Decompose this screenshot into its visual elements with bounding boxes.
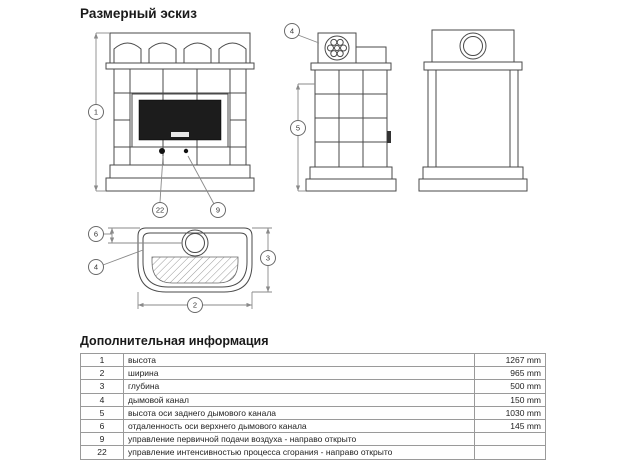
combustion-control-knob [159, 148, 165, 154]
callout-3 [260, 250, 276, 266]
callout-4-side [284, 23, 300, 39]
row-number: 5 [80, 405, 124, 420]
callout-1-label: 1 [94, 108, 98, 117]
row-label: управление интенсивностью процесса сгора… [123, 445, 475, 460]
callout-1 [88, 104, 104, 120]
row-number: 4 [80, 392, 124, 407]
row-value: 965 mm [474, 366, 546, 381]
callout-3-label: 3 [266, 254, 270, 263]
table-row: 2 ширина 965 mm [80, 366, 546, 381]
table-row: 3 глубина 500 mm [80, 379, 546, 394]
table-row: 5 высота оси заднего дымового канала 103… [80, 405, 546, 420]
table-row: 1 высота 1267 mm [80, 352, 546, 368]
top-view-hatched-front [151, 256, 239, 284]
callout-2 [187, 297, 203, 313]
row-value: 150 mm [474, 392, 546, 407]
table-row: 4 дымовой канал 150 mm [80, 392, 546, 407]
callout-22-label: 22 [156, 206, 164, 215]
additional-info-section: Дополнительная информация 1 высота 1267 … [80, 334, 546, 460]
dimension-width: 2 [137, 292, 253, 313]
row-label: высота оси заднего дымового канала [123, 405, 475, 420]
row-value: 1267 mm [474, 352, 546, 368]
callout-5 [290, 120, 306, 136]
row-number: 6 [80, 418, 124, 434]
callout-4-top-group: 4 [88, 249, 144, 275]
row-label: дымовой канал [123, 392, 475, 407]
side-damper-handle [387, 131, 391, 143]
rear-view [418, 29, 528, 192]
top-view [137, 227, 253, 293]
row-label: управление первичной подачи воздуха - на… [123, 432, 475, 447]
rear-flue-outlet [459, 32, 487, 60]
row-number: 2 [80, 366, 124, 381]
dimension-depth: 3 [252, 227, 276, 293]
table-row: 9 управление первичной подачи воздуха - … [80, 432, 546, 447]
row-label: высота [123, 352, 475, 368]
row-value: 145 mm [474, 418, 546, 434]
info-table: 1 высота 1267 mm 2 ширина 965 mm 3 глуби… [80, 352, 546, 460]
callout-5-label: 5 [296, 124, 300, 133]
firebox-emblem [171, 132, 189, 137]
callout-4-top [88, 259, 104, 275]
table-row: 22 управление интенсивностью процесса сг… [80, 445, 546, 460]
callout-4-top-label: 4 [94, 263, 98, 272]
row-label: отдаленность оси верхнего дымового канал… [123, 418, 475, 434]
callout-4-side-group: 4 [284, 23, 320, 44]
row-number: 9 [80, 432, 124, 447]
dimension-height: 1 [88, 32, 110, 192]
callout-6 [88, 226, 104, 242]
page-title: Размерный эскиз [80, 6, 197, 21]
table-row: 6 отдаленность оси верхнего дымового кан… [80, 418, 546, 434]
row-value: 500 mm [474, 379, 546, 394]
callout-22 [152, 202, 168, 218]
firebox-frame [131, 93, 229, 148]
dimension-rear-flue-axis: 5 [290, 83, 315, 192]
row-value: 1030 mm [474, 405, 546, 420]
row-value [474, 432, 546, 447]
row-number: 22 [80, 445, 124, 460]
flue-rosette [324, 35, 350, 61]
row-label: глубина [123, 379, 475, 394]
primary-air-knob [183, 148, 189, 154]
callout-6-label: 6 [94, 230, 98, 239]
side-view [305, 32, 397, 192]
row-number: 1 [80, 352, 124, 368]
dimensional-sketch-figure: 1 22 9 [88, 23, 528, 313]
callout-4-side-label: 4 [290, 27, 294, 36]
row-number: 3 [80, 379, 124, 394]
row-value [474, 445, 546, 460]
callout-9 [210, 202, 226, 218]
callout-9-label: 9 [216, 206, 220, 215]
callout-2-label: 2 [193, 301, 197, 310]
callout-9-group: 9 [187, 155, 226, 218]
row-label: ширина [123, 366, 475, 381]
front-view [105, 32, 255, 192]
dimension-top-flue-offset: 6 [88, 226, 182, 244]
callout-22-group: 22 [152, 155, 168, 218]
section-title: Дополнительная информация [80, 334, 269, 348]
